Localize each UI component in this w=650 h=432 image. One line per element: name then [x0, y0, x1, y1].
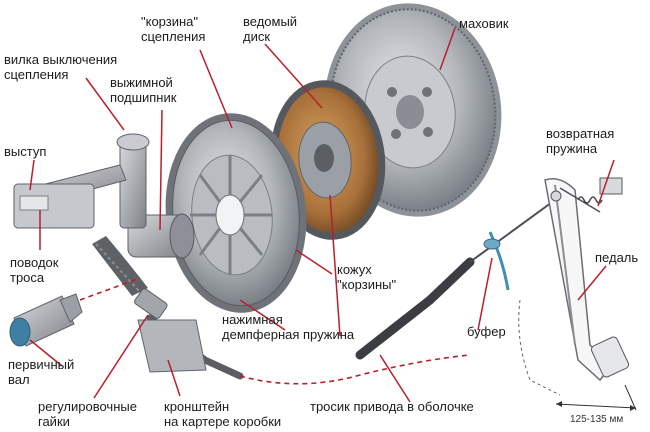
leader-cable-sheath: [379, 354, 411, 403]
release-bearing-part: [116, 133, 195, 259]
label-basket-cover: кожух "корзины": [337, 262, 397, 292]
leader-pressure-spring: [239, 194, 341, 337]
leader-primary-shaft: [29, 339, 63, 367]
leader-buffer: [477, 257, 493, 331]
label-pedal: педаль: [595, 250, 639, 265]
leader-lines: [29, 27, 615, 403]
leader-bracket: [167, 359, 181, 397]
label-bracket: кронштейн на картере коробки: [164, 399, 282, 429]
leader-release-fork: [85, 77, 125, 131]
leader-boss: [29, 159, 35, 191]
leader-basket-cover: [295, 249, 333, 275]
leader-release-bearing: [159, 109, 163, 231]
label-buffer: буфер: [467, 324, 506, 339]
label-driven-disk: ведомый диск: [243, 14, 298, 44]
pedal-assembly-part: [518, 177, 637, 411]
leader-adjust-nuts: [93, 314, 149, 399]
label-flywheel: маховик: [459, 16, 509, 31]
leader-basket: [199, 49, 233, 129]
clutch-basket-part: [165, 113, 307, 313]
label-boss: выступ: [4, 144, 47, 159]
release-fork-part: [13, 164, 127, 229]
label-primary-shaft: первичный вал: [8, 357, 75, 387]
label-release-fork: вилка выключения сцепления: [4, 52, 118, 82]
bracket-part: [137, 319, 207, 373]
leader-return-spring: [597, 159, 615, 207]
leader-pedal: [577, 265, 607, 301]
label-basket: "корзина" сцепления: [141, 14, 206, 44]
label-release-bearing: выжимной подшипник: [110, 75, 177, 105]
cable-sheath-part: [355, 199, 556, 360]
label-cable-sheath: тросик привода в оболочке: [310, 399, 474, 414]
label-adjust-nuts: регулировочные гайки: [38, 399, 137, 429]
leader-flywheel: [439, 27, 456, 71]
cable-route-line: [239, 354, 471, 385]
shaft-axis-line: [79, 277, 141, 301]
leader-driven-disk: [264, 43, 323, 109]
label-return-spring: возвратная пружина: [546, 126, 615, 156]
label-cable-leash: поводок троса: [10, 255, 59, 285]
label-pressure-spring: нажимная демпферная пружина: [222, 312, 355, 342]
label-pedal-travel: 125-135 мм: [570, 414, 624, 425]
primary-shaft-part: [9, 293, 83, 347]
